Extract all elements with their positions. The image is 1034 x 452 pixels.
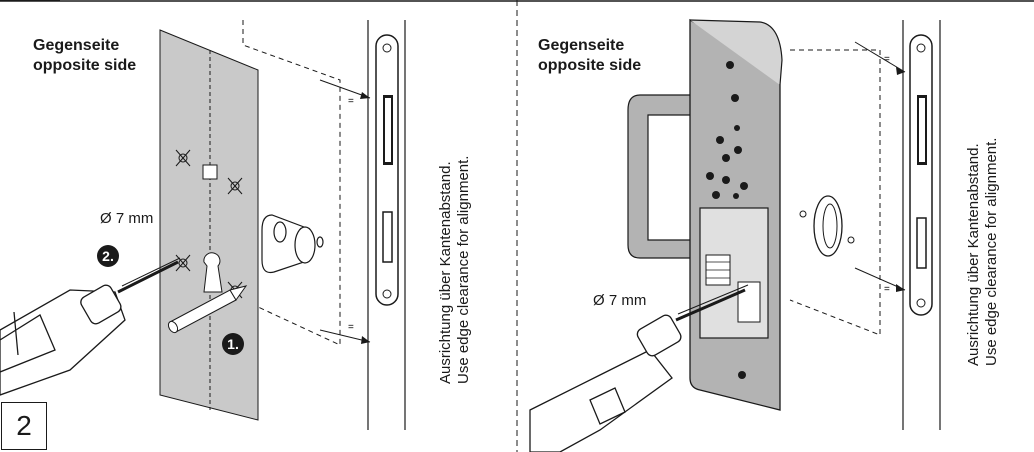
left-drill-size: Ø 7 mm	[100, 210, 154, 227]
left-side-label-de: Gegenseite	[33, 37, 120, 54]
step-2-badge: 2.	[97, 245, 119, 267]
page-number: 2	[1, 402, 47, 450]
door-leaf-outline-right	[789, 49, 881, 336]
lock-faceplate-right	[909, 34, 933, 316]
svg-text:=: =	[884, 54, 890, 65]
step-1-badge: 1.	[222, 333, 244, 355]
left-alignment-text: Ausrichtung über Kantenabstand. Use edge…	[437, 156, 473, 384]
power-drill-left	[0, 257, 181, 396]
pencil	[167, 285, 248, 334]
right-alignment-text: Ausrichtung über Kantenabstand. Use edge…	[965, 138, 1001, 366]
svg-text:=: =	[348, 322, 354, 333]
left-side-label-en: opposite side	[33, 57, 137, 74]
right-alignment-de: Ausrichtung über Kantenabstand.	[965, 143, 982, 366]
right-side-label-en: opposite side	[538, 57, 642, 74]
left-side-label: Gegenseite opposite side	[33, 36, 136, 76]
right-panel-drawing: = =	[529, 18, 941, 452]
svg-text:=: =	[884, 284, 890, 295]
right-alignment-en: Use edge clearance for alignment.	[983, 137, 1000, 366]
door-leaf-outline	[242, 20, 341, 346]
right-side-label: Gegenseite opposite side	[538, 36, 641, 76]
right-drill-size: Ø 7 mm	[593, 292, 647, 309]
svg-text:=: =	[348, 96, 354, 107]
left-alignment-en: Use edge clearance for alignment.	[455, 155, 472, 384]
left-panel-drawing: = =	[0, 20, 406, 430]
drilling-template	[159, 29, 259, 421]
right-side-label-de: Gegenseite	[538, 37, 625, 54]
power-drill-right	[529, 284, 749, 452]
lock-faceplate	[375, 34, 399, 306]
lock-cylinder	[261, 214, 324, 274]
left-alignment-de: Ausrichtung über Kantenabstand.	[437, 161, 454, 384]
